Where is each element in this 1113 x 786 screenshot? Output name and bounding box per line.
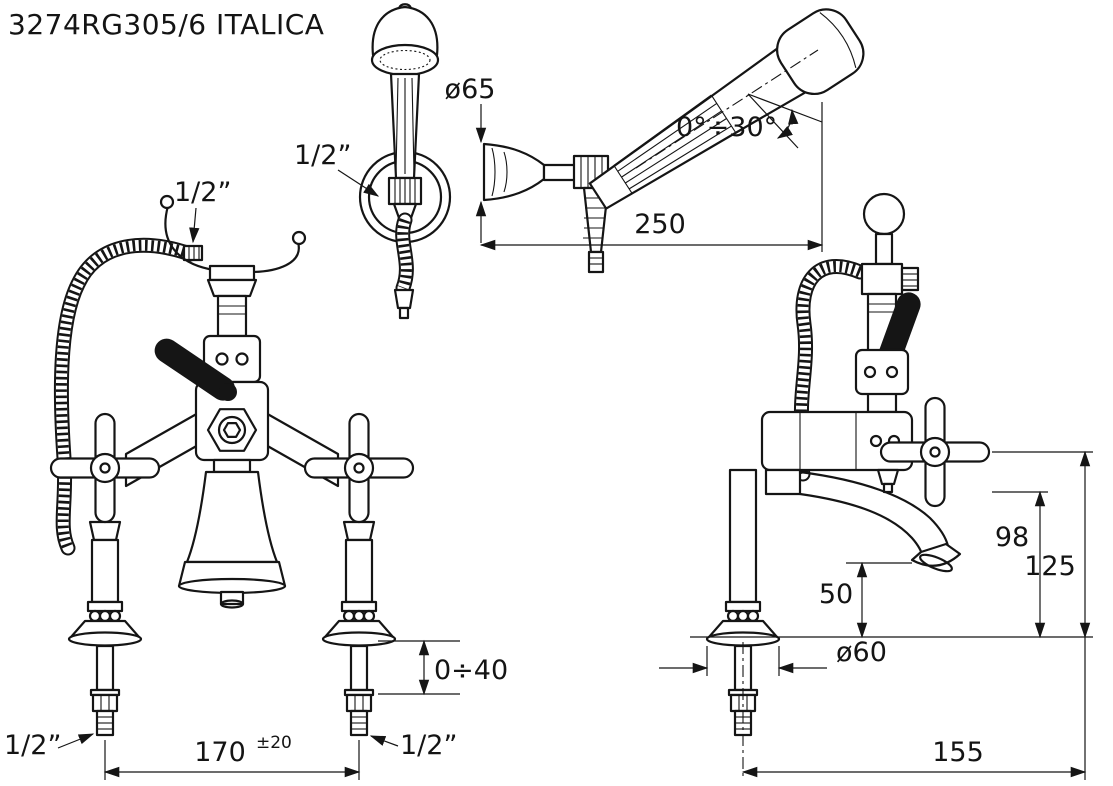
- dim-170: [103, 740, 361, 780]
- side-view: [705, 192, 991, 737]
- shower-hose-front: [53, 237, 198, 556]
- head-diameter-label: ø65: [445, 74, 496, 105]
- leader-faucet-connection: [189, 207, 200, 244]
- outlet-clearance-label: 50: [819, 579, 853, 610]
- cross-handle-side: [879, 396, 991, 508]
- wall-cone: [482, 142, 546, 202]
- dim-length-250: [479, 102, 824, 252]
- handshower-head-side: [776, 8, 865, 96]
- side-extension-label: 155: [932, 737, 984, 768]
- deck-thickness-label: 0÷40: [434, 655, 508, 686]
- inlet-centers-tolerance-label: ±20: [256, 733, 292, 753]
- handshower-grip-front: [389, 72, 421, 180]
- riser-stem: [216, 294, 248, 338]
- bracket-connection-label: 1/2”: [294, 140, 351, 171]
- spout-height-label: 98: [995, 522, 1029, 553]
- dim-flange-diameter: [659, 646, 827, 676]
- grip-nut: [387, 176, 423, 220]
- dim-deck-thickness: [378, 639, 460, 696]
- cradle-fork: [159, 194, 307, 298]
- left-leg: [67, 520, 143, 737]
- tilt-range-label: 0°÷30°: [676, 112, 777, 143]
- center-hex-nut: [206, 408, 258, 452]
- right-leg: [321, 520, 397, 737]
- leader-inlet-left: [57, 733, 95, 749]
- hose-connection-nut: [182, 244, 204, 262]
- spout-front: [177, 458, 287, 609]
- flange-diameter-label: ø60: [836, 637, 887, 668]
- dim-heights: [690, 450, 1093, 639]
- inlet-left-label: 1/2”: [4, 730, 61, 761]
- dim-155: [741, 637, 1087, 780]
- right-cross-handle: [303, 412, 415, 524]
- supply-pipe: [542, 163, 578, 182]
- escutcheon-side: [854, 348, 910, 396]
- handshower-length-label: 250: [634, 209, 686, 240]
- diverter-knob-side: [876, 468, 900, 494]
- drawing-title: 3274RG305/6 ITALICA: [8, 8, 324, 41]
- handshower-head-front: [370, 3, 440, 77]
- inlet-centers-label: 170: [194, 737, 246, 768]
- inlet-right-label: 1/2”: [400, 730, 457, 761]
- drawing-texts: 3274RG305/6 ITALICA 1/2” ø65 0°÷30° 250 …: [4, 8, 1076, 768]
- overall-height-label: 125: [1024, 551, 1076, 582]
- dim-tilt-angle: [635, 49, 823, 169]
- leg-side: [705, 468, 781, 737]
- diverter-lever: [154, 338, 237, 401]
- wall-bracket-detail: [358, 3, 452, 320]
- leader-inlet-right: [369, 735, 399, 747]
- leader-bracket-connection: [337, 169, 380, 197]
- bracket-hose: [393, 212, 415, 320]
- dimensions: [57, 49, 1093, 780]
- front-view: [49, 194, 415, 737]
- faucet-connection-label: 1/2”: [174, 177, 231, 208]
- cradle-hook-side: [860, 192, 920, 296]
- left-cross-handle: [49, 412, 161, 524]
- spout-side: [764, 468, 962, 573]
